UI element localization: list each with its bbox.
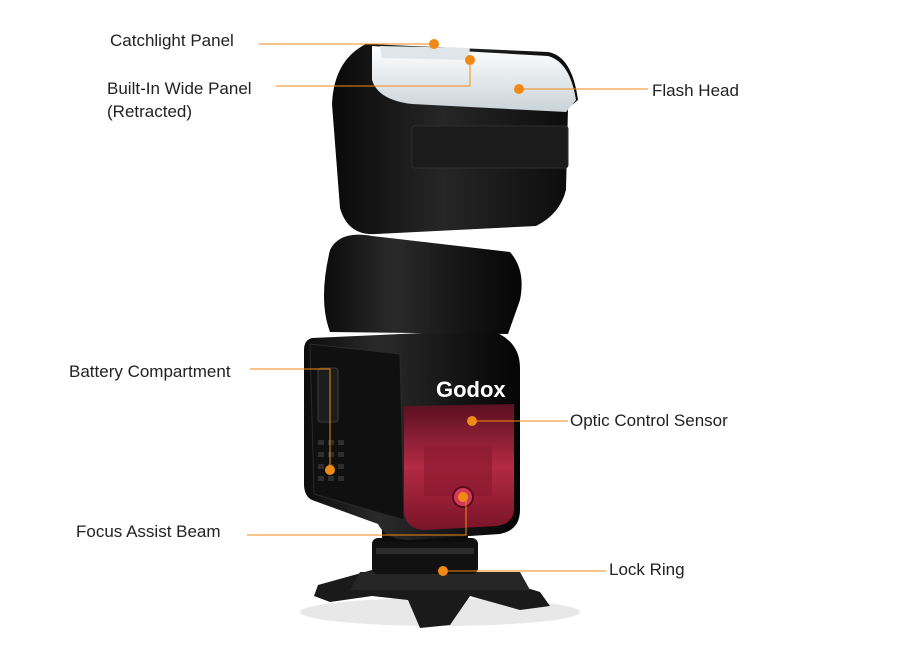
callout-leaders [247, 43, 648, 572]
label-text: Optic Control Sensor [570, 411, 728, 430]
dot-flash-head [514, 84, 524, 94]
label-optic-control-sensor: Optic Control Sensor [570, 409, 728, 432]
dot-lock-ring [438, 566, 448, 576]
dot-focus-assist-beam [458, 492, 468, 502]
swivel-neck [324, 234, 522, 334]
dot-built-in-wide-panel [465, 55, 475, 65]
label-battery-compartment: Battery Compartment [69, 360, 231, 383]
label-flash-head: Flash Head [652, 79, 739, 102]
head-label-plate [411, 125, 569, 169]
lock-ring-shape [372, 538, 478, 574]
leader-built-in-wide-panel [276, 60, 471, 87]
leader-battery-compartment [250, 368, 331, 470]
label-text: Lock Ring [609, 560, 685, 579]
callout-dots [325, 39, 524, 576]
dot-battery-compartment [325, 465, 335, 475]
label-text: Flash Head [652, 81, 739, 100]
battery-latch [317, 367, 339, 423]
stand-foot-top [350, 572, 530, 590]
label-built-in-wide-panel: Built-In Wide Panel (Retracted) [107, 77, 252, 123]
label-text-secondary: (Retracted) [107, 102, 193, 121]
dot-catchlight-panel [429, 39, 439, 49]
label-focus-assist-beam: Focus Assist Beam [76, 520, 221, 543]
flash-window [372, 46, 576, 112]
dot-optic-control-sensor [467, 416, 477, 426]
label-text: Battery Compartment [69, 362, 231, 381]
lock-ring-ribs [376, 548, 474, 554]
brand-logo: Godox [436, 377, 506, 402]
label-text: Built-In Wide Panel [107, 79, 252, 98]
label-lock-ring: Lock Ring [609, 558, 685, 581]
label-text: Catchlight Panel [110, 31, 234, 50]
label-text: Focus Assist Beam [76, 522, 221, 541]
leader-focus-assist-beam [247, 497, 467, 536]
catchlight-card [380, 46, 470, 60]
label-catchlight-panel: Catchlight Panel [110, 29, 234, 52]
